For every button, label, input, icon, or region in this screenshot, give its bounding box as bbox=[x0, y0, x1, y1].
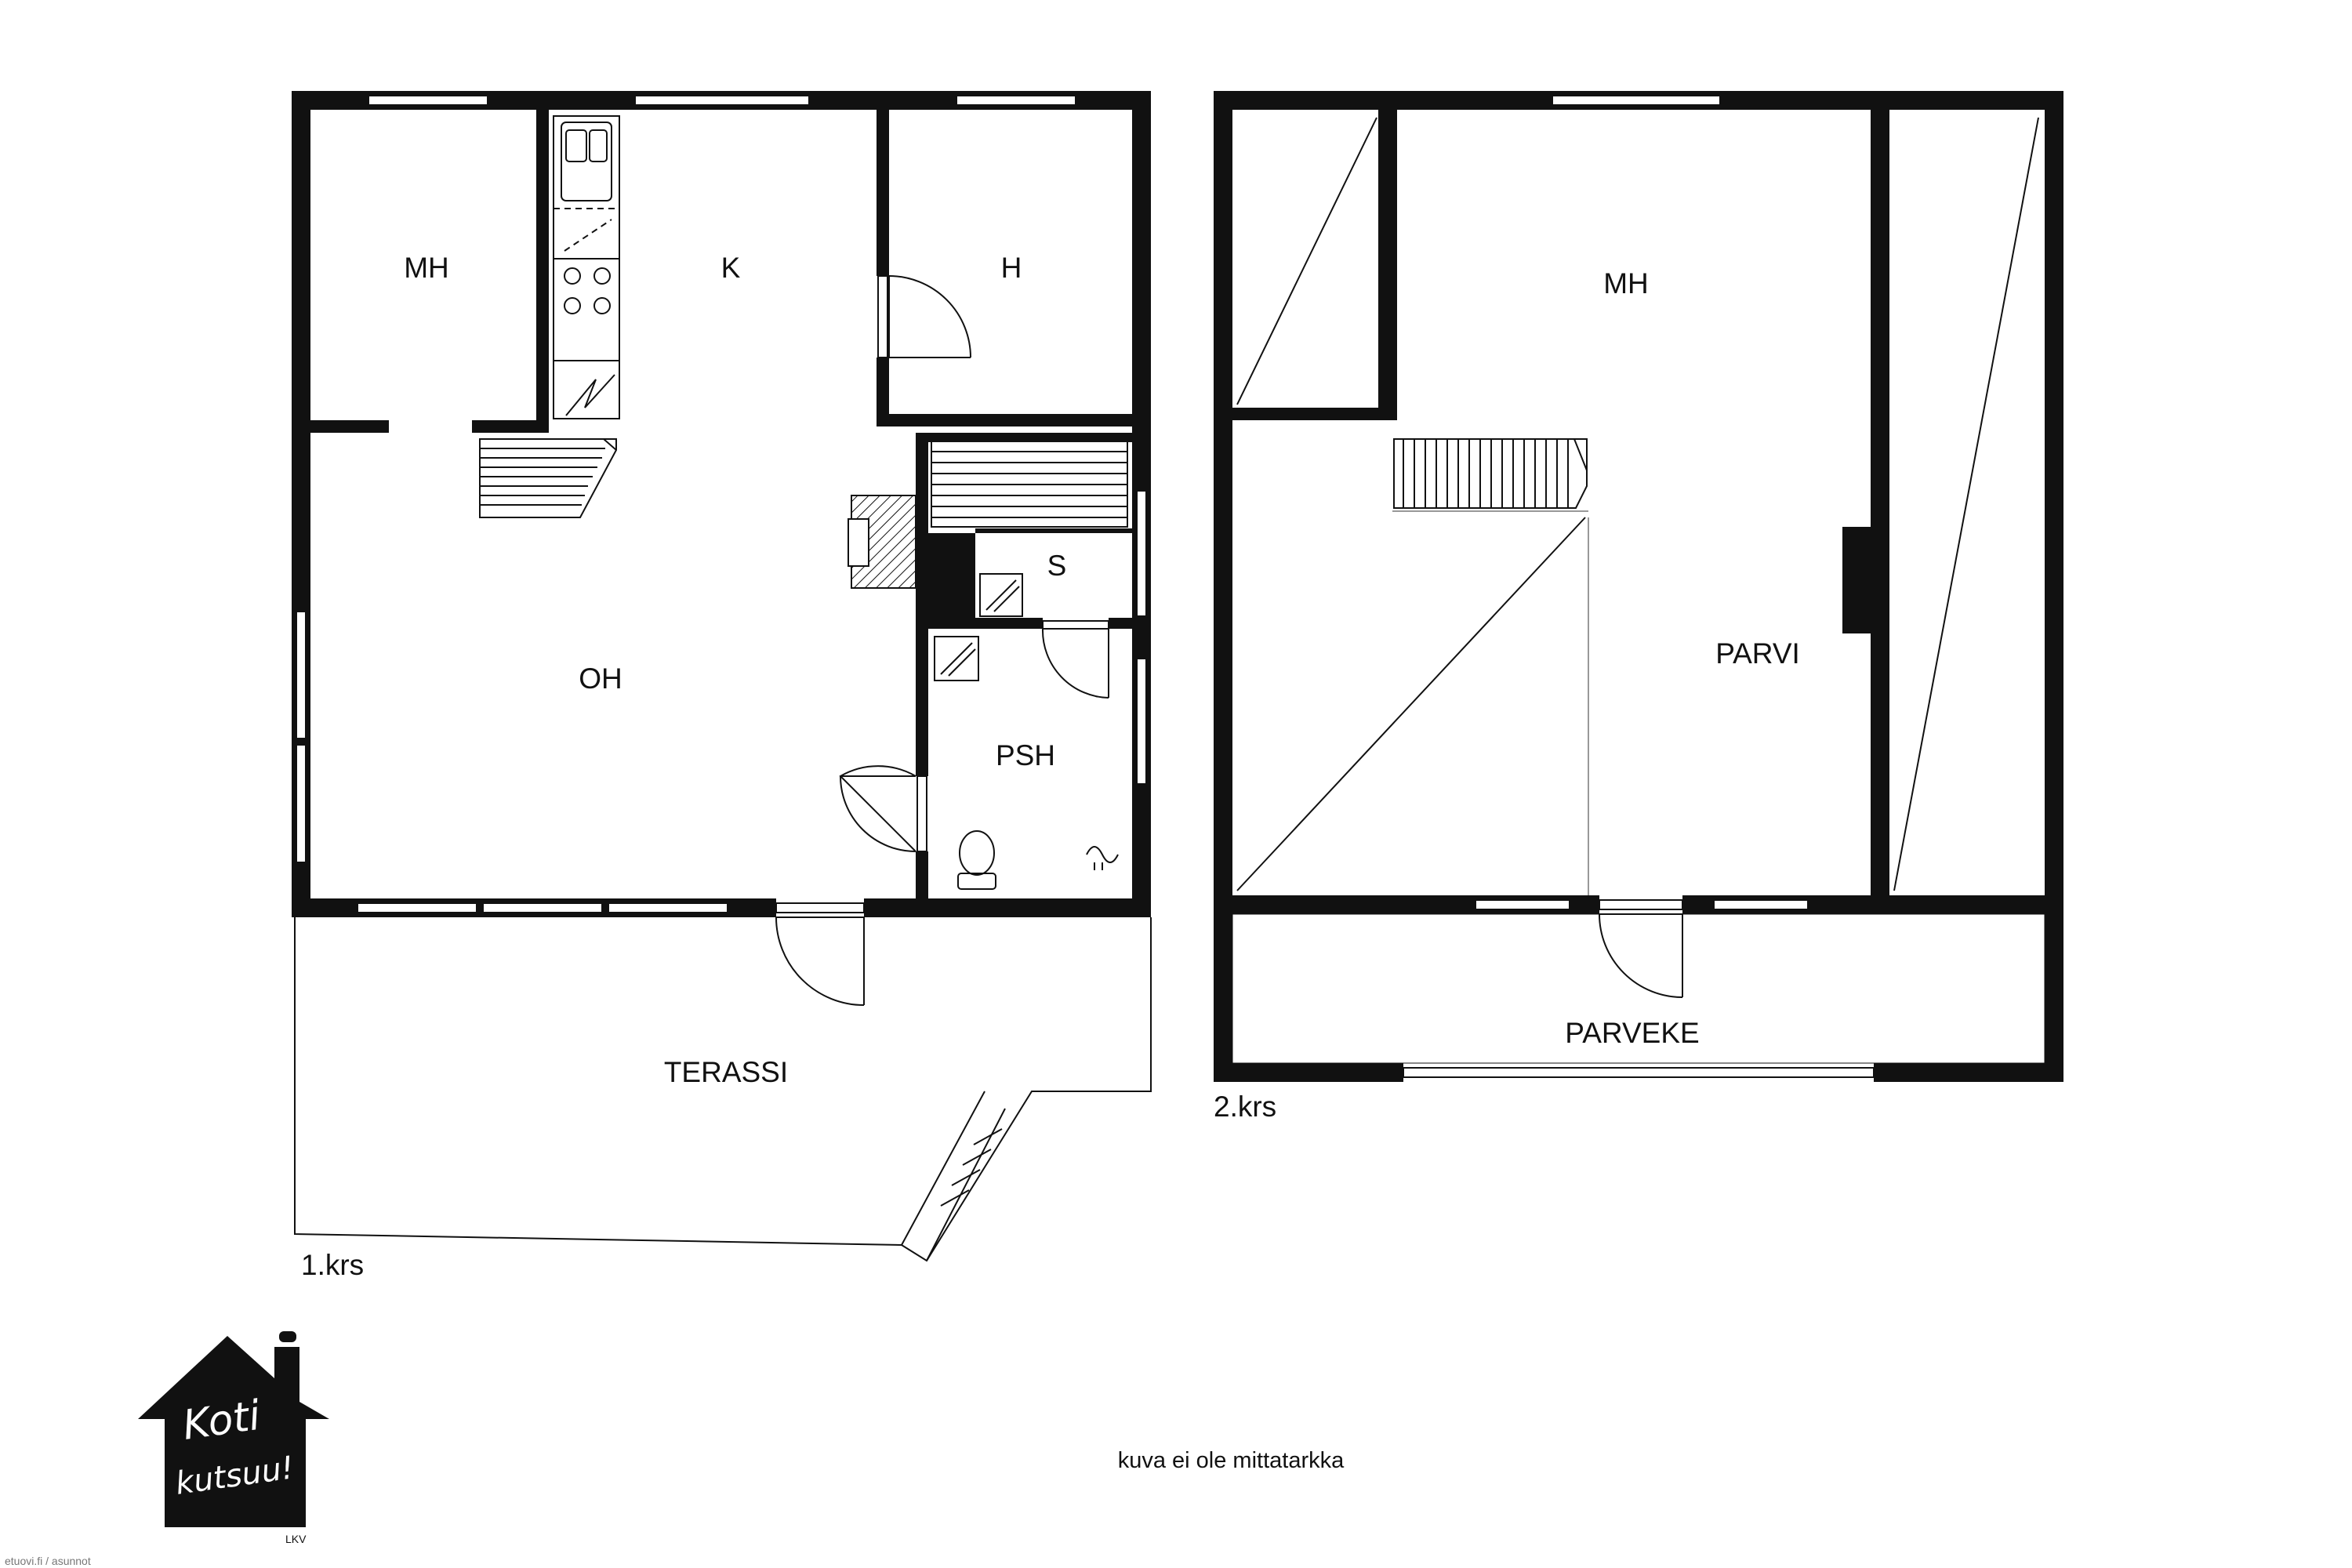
stairs bbox=[479, 438, 617, 518]
stairs bbox=[1393, 438, 1588, 509]
window bbox=[1475, 899, 1570, 910]
room-label-oh: OH bbox=[579, 662, 622, 695]
fireplace bbox=[848, 495, 916, 589]
window bbox=[956, 95, 1076, 106]
window bbox=[1136, 490, 1147, 617]
window bbox=[296, 611, 307, 739]
window bbox=[1713, 899, 1809, 910]
window bbox=[1136, 658, 1147, 785]
room-label-psh: PSH bbox=[996, 739, 1055, 771]
window bbox=[368, 95, 488, 106]
room-label-h: H bbox=[1001, 252, 1022, 284]
disclaimer-note: kuva ei ole mittatarkka bbox=[1118, 1448, 1345, 1473]
window bbox=[1552, 95, 1721, 106]
sauna-benches bbox=[931, 440, 1128, 528]
source-text: etuovi.fi / asunnot bbox=[5, 1555, 91, 1567]
logo-line-1: Koti bbox=[180, 1392, 263, 1450]
room-label-s: S bbox=[1047, 550, 1067, 582]
floor-2: MH PARVI PARVEKE 2.krs bbox=[1214, 91, 2063, 1123]
floor-label-2: 2.krs bbox=[1214, 1091, 1276, 1123]
room-label-parvi: PARVI bbox=[1715, 637, 1800, 670]
window bbox=[608, 902, 728, 913]
koti-kutsuu-logo: Koti kutsuu! LKV bbox=[138, 1331, 329, 1545]
window bbox=[482, 902, 603, 913]
window bbox=[634, 95, 810, 106]
room-label-parveke: PARVEKE bbox=[1565, 1017, 1699, 1049]
floor-1: MH K H OH S PSH TERASSI 1.krs bbox=[292, 91, 1152, 1281]
window bbox=[296, 744, 307, 863]
floor-label-1: 1.krs bbox=[301, 1249, 364, 1281]
logo-tag: LKV bbox=[285, 1533, 307, 1545]
room-label-mh-1: MH bbox=[404, 252, 449, 284]
toilet bbox=[957, 830, 996, 890]
room-label-terassi: TERASSI bbox=[664, 1056, 788, 1088]
room-label-k: K bbox=[721, 252, 741, 284]
window bbox=[357, 902, 477, 913]
terrace bbox=[294, 917, 1152, 1262]
room-label-mh-2: MH bbox=[1603, 267, 1649, 299]
